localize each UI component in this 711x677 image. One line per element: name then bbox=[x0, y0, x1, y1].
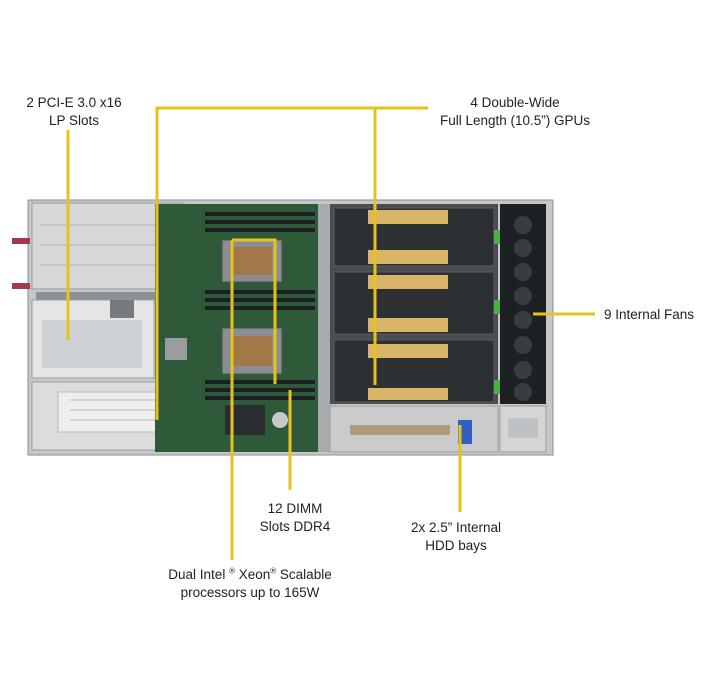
gpus-label: 4 Double-Wide Full Length (10.5”) GPUs bbox=[425, 94, 605, 130]
gpu-card-3 bbox=[334, 340, 504, 402]
pcie-label: 2 PCI-E 3.0 x16 LP Slots bbox=[14, 94, 134, 130]
hdd-label: 2x 2.5” Internal HDD bays bbox=[396, 519, 516, 555]
gpu-card-1 bbox=[334, 208, 504, 266]
dimm-label: 12 DIMM Slots DDR4 bbox=[250, 500, 340, 536]
hdd-bay bbox=[330, 406, 498, 452]
fans-label: 9 Internal Fans bbox=[604, 306, 694, 324]
fan-column bbox=[500, 204, 546, 452]
gpu-bay bbox=[330, 204, 504, 404]
cpu-label: Dual Intel ® Xeon® Scalable processors u… bbox=[145, 566, 355, 602]
gpu-card-2 bbox=[334, 272, 504, 334]
pcie-bay bbox=[32, 300, 154, 378]
